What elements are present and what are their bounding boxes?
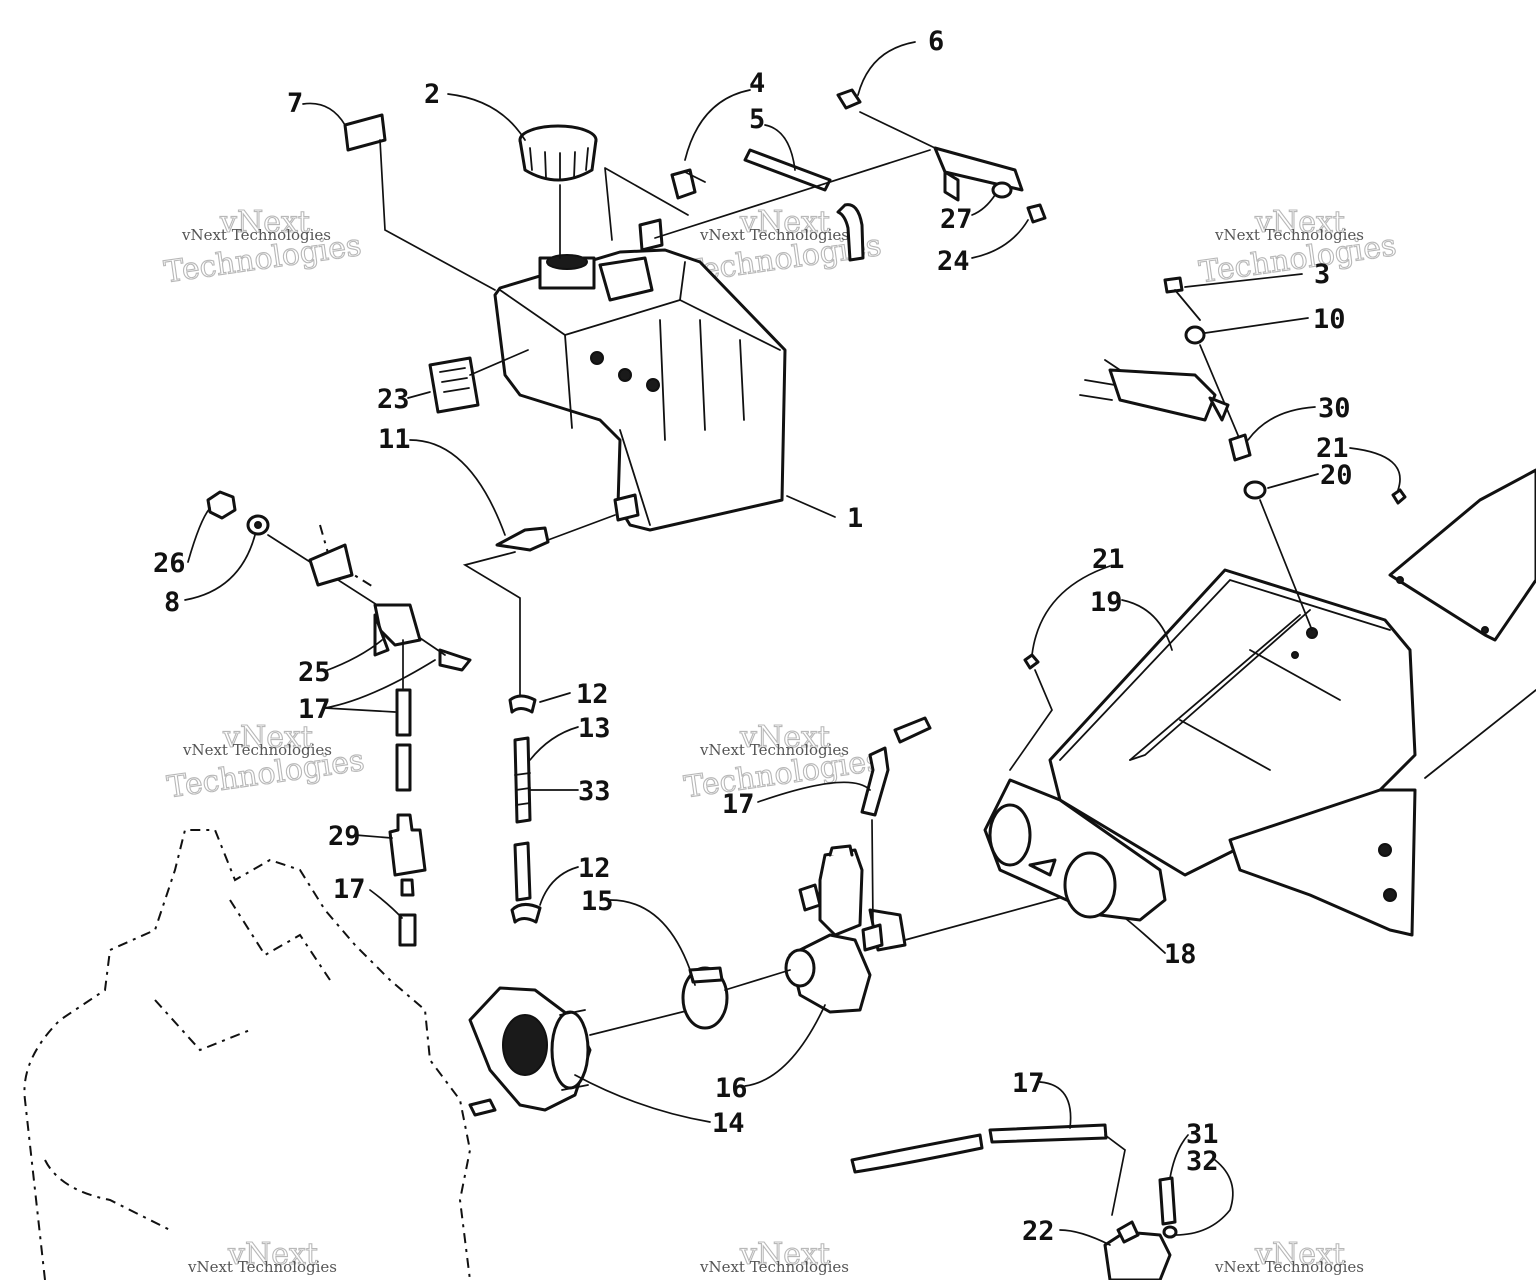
callout-12-upper: 12	[576, 679, 609, 710]
callout-29: 29	[328, 821, 361, 852]
callout-17-left: 17	[298, 694, 331, 725]
nut-washer	[206, 490, 386, 611]
callout-4: 4	[749, 68, 765, 99]
bracket-hardware	[836, 88, 1047, 224]
watermark-large-top: vNext	[739, 1237, 830, 1272]
fuel-tank	[493, 218, 787, 532]
callout-3: 3	[1314, 259, 1330, 290]
callout-25: 25	[298, 657, 331, 688]
callout-33: 33	[578, 776, 611, 807]
callout-14: 14	[712, 1108, 745, 1139]
watermark-large-top: vNext	[1254, 1237, 1345, 1272]
watermark-small: vNext Technologies	[181, 226, 331, 244]
shutoff-valve	[308, 524, 472, 672]
callout-30: 30	[1318, 393, 1351, 424]
callout-6: 6	[928, 26, 944, 57]
mounting-hardware	[1009, 276, 1407, 771]
watermark-large-top: vNext	[739, 720, 830, 755]
callout-22: 22	[1022, 1216, 1055, 1247]
callout-labels: 1 2 3 4 5 6 7 8 10 11 12 13 14 12 15 16 …	[153, 26, 1353, 1247]
watermark-large-top: vNext	[222, 720, 313, 755]
watermark-large-top: vNext	[739, 205, 830, 240]
callout-27: 27	[940, 204, 973, 235]
callout-2: 2	[424, 79, 440, 110]
fuel-cap	[518, 124, 598, 259]
watermark-small: vNext Technologies	[699, 741, 849, 759]
carb-vent-hose	[860, 716, 932, 817]
callout-23: 23	[377, 384, 410, 415]
callout-17-bottom: 17	[1012, 1068, 1045, 1099]
callout-1: 1	[847, 503, 863, 534]
fuel-line	[508, 694, 542, 924]
leader-lines	[184, 41, 1401, 1246]
vent-fitting	[604, 167, 706, 241]
fuel-filter-assembly	[388, 639, 427, 947]
callout-32: 32	[1186, 1146, 1219, 1177]
callout-10: 10	[1313, 304, 1346, 335]
air-silencer	[1048, 568, 1417, 937]
vent-tube	[654, 148, 931, 239]
callout-11: 11	[378, 424, 411, 455]
tank-fitting	[462, 514, 616, 696]
callout-26: 26	[153, 548, 186, 579]
callout-18: 18	[1164, 939, 1197, 970]
watermark-small: vNext Technologies	[182, 741, 332, 759]
decal-7	[343, 113, 496, 291]
callout-21-right: 21	[1316, 433, 1349, 464]
decal-23	[428, 349, 529, 414]
cover-plate	[1388, 468, 1536, 779]
watermark-small: vNext Technologies	[1214, 226, 1364, 244]
watermark-small: vNext Technologies	[1214, 1258, 1364, 1276]
watermark-large-top: vNext	[227, 1237, 318, 1272]
engine-outline	[23, 829, 497, 1280]
callout-21-left: 21	[1092, 544, 1125, 575]
watermark-small: vNext Technologies	[699, 1258, 849, 1276]
hose-clamp	[681, 966, 729, 1030]
callout-19: 19	[1090, 587, 1123, 618]
callout-13: 13	[578, 713, 611, 744]
callout-17-lower: 17	[333, 874, 366, 905]
watermark-small: vNext Technologies	[187, 1258, 337, 1276]
bottom-assembly	[850, 1123, 1178, 1280]
carburetor	[724, 819, 1071, 1014]
callout-20: 20	[1320, 460, 1353, 491]
callout-31: 31	[1186, 1119, 1219, 1150]
intake-boot	[983, 778, 1167, 922]
callout-15: 15	[581, 886, 614, 917]
callout-24: 24	[937, 246, 970, 277]
callout-7: 7	[287, 88, 303, 119]
callout-8: 8	[164, 587, 180, 618]
callout-5: 5	[749, 104, 765, 135]
intake-flange	[468, 986, 691, 1112]
watermark-large-top: vNext	[1254, 205, 1345, 240]
callout-16: 16	[715, 1073, 748, 1104]
callout-17-carb: 17	[722, 789, 755, 820]
bent-hose	[836, 203, 865, 262]
watermark-small: vNext Technologies	[699, 226, 849, 244]
watermark-large-top: vNext	[219, 205, 310, 240]
callout-12-lower: 12	[578, 853, 611, 884]
